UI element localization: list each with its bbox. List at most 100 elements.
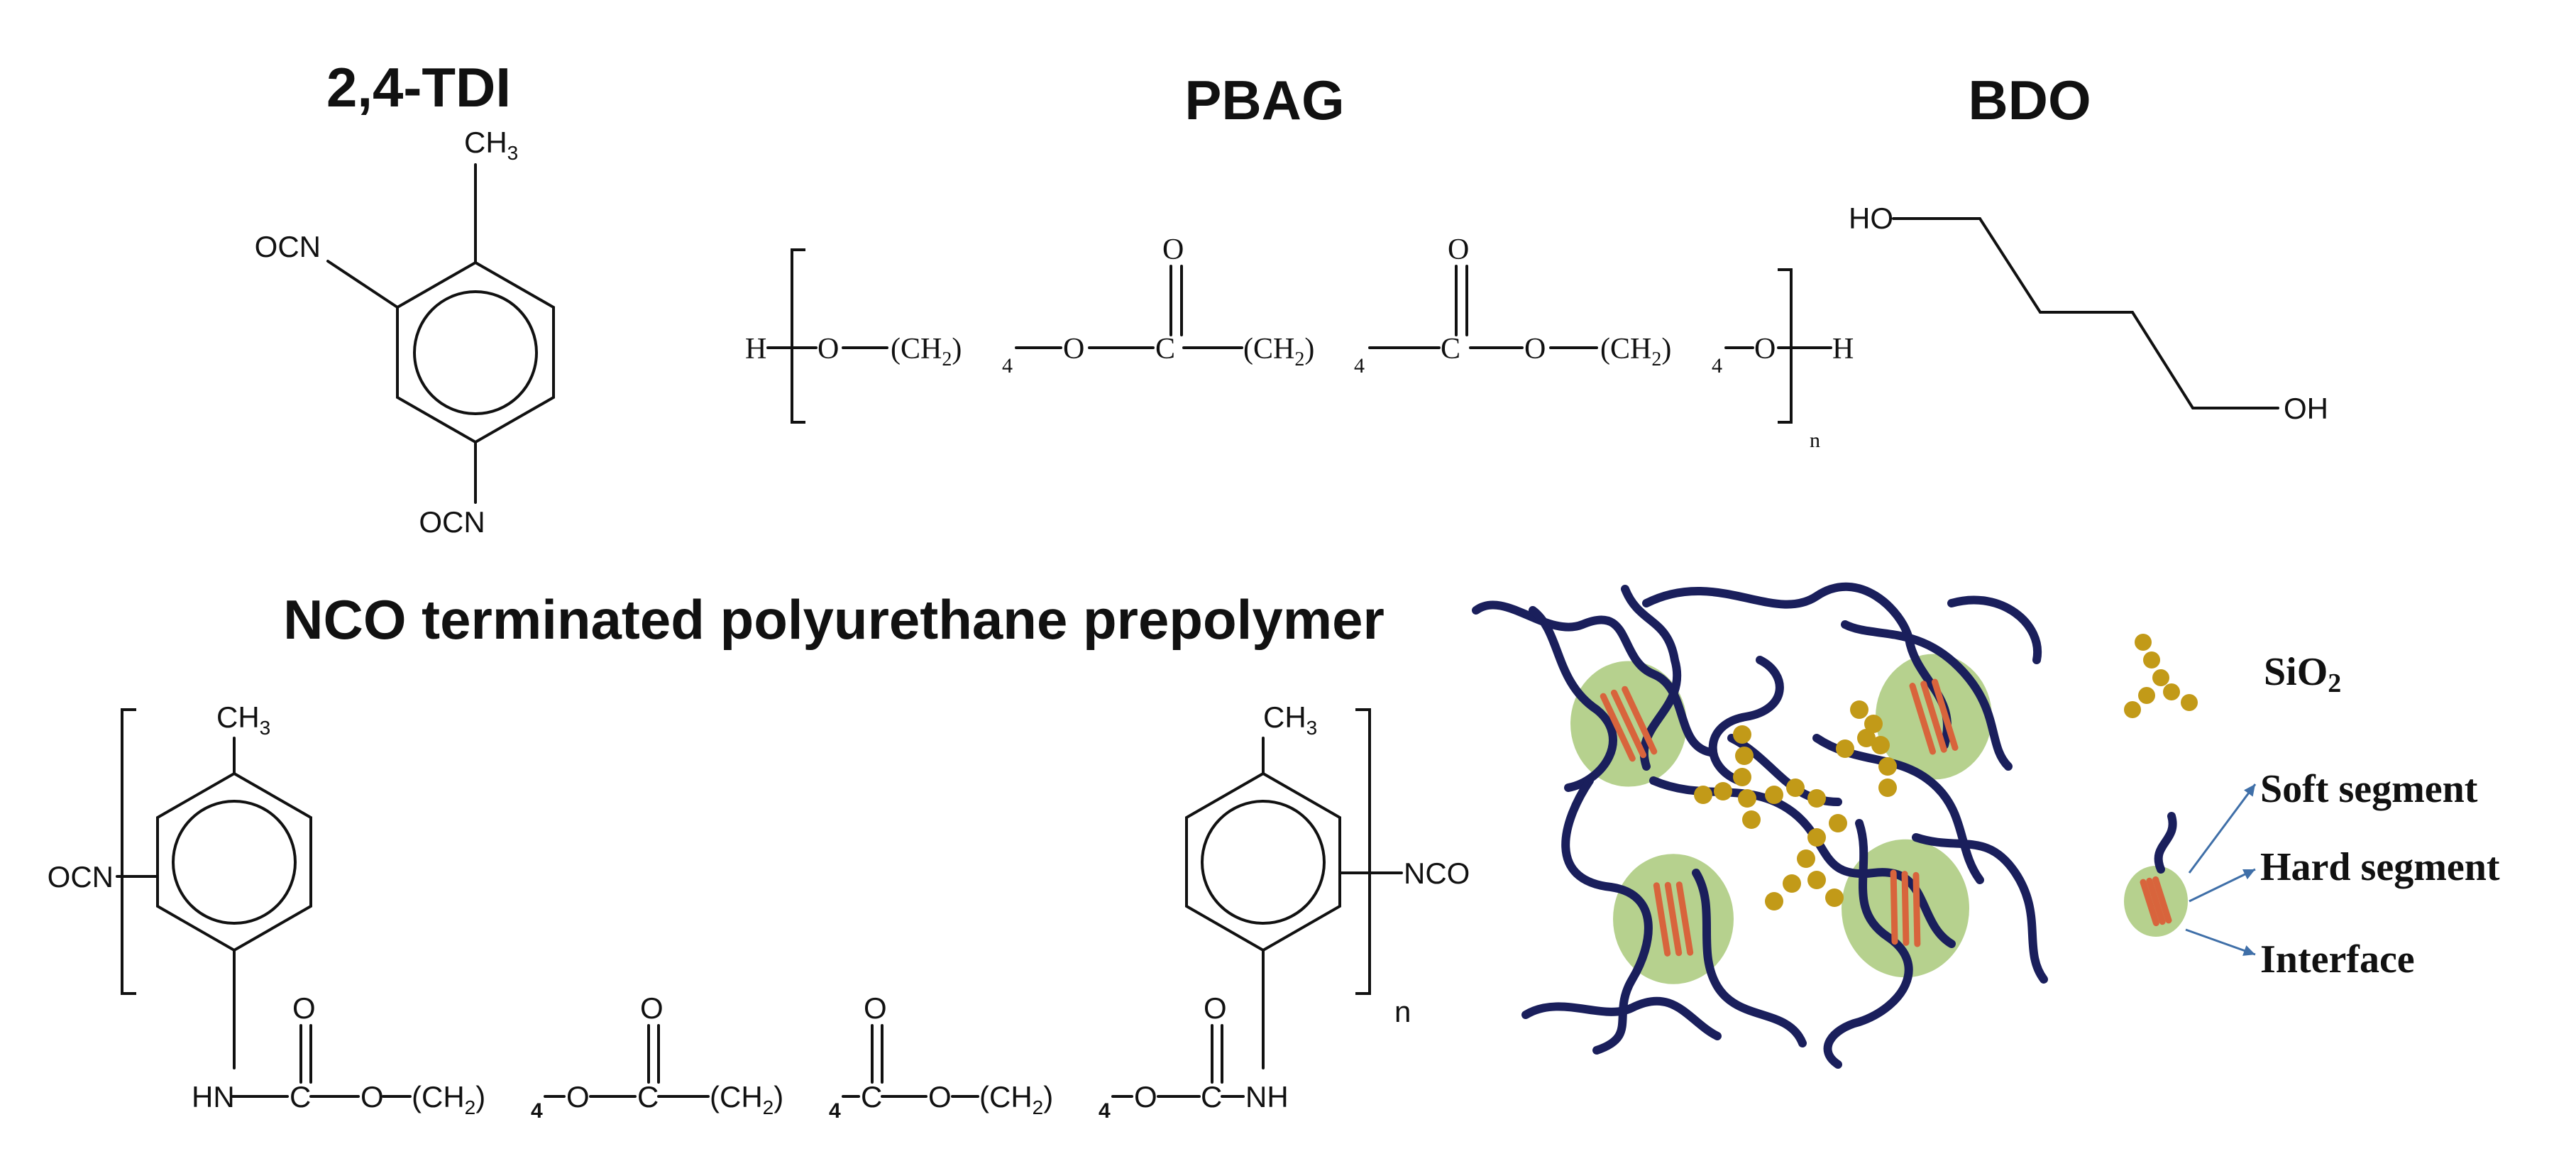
pbag-o2: O — [1063, 333, 1084, 365]
silica-bead-3-2 — [1807, 828, 1826, 847]
title-prepolymer: NCO terminated polyurethane prepolymer — [283, 588, 1385, 651]
soft-segment-chains — [1472, 583, 2048, 1069]
silica-bead-1-8 — [1807, 789, 1826, 808]
hard-segment-2-stripe-3 — [1932, 678, 1959, 751]
prepolymer-hn: HN — [192, 1080, 235, 1113]
pbag-o3: O — [1524, 333, 1546, 365]
hard-segment-4 — [1890, 869, 1921, 947]
silica-bead-1-6 — [1765, 786, 1783, 804]
prepolymer-carbonyl-o4: O — [1204, 991, 1227, 1025]
pbag-carbonyl-o2: O — [1448, 233, 1469, 266]
hard-segment-1-stripe-3 — [1622, 686, 1658, 755]
hard-segment-3-stripe-2 — [1664, 881, 1683, 957]
prepolymer-bracket-left — [121, 708, 136, 995]
title-bdo: BDO — [1968, 69, 2091, 131]
prepolymer-o3: O — [928, 1080, 952, 1113]
tdi-ch3-text: CH3 — [464, 126, 518, 164]
pbag-repeat-n: n — [1810, 429, 1820, 452]
bdo-ho-label: HO — [1849, 202, 1893, 235]
pbag-o4: O — [1754, 333, 1776, 365]
hard-segment-2-stripe-2 — [1920, 681, 1947, 753]
prepolymer-sub-2: 4 — [829, 1099, 841, 1123]
prepolymer-right-ch3: CH3 — [1263, 700, 1317, 739]
prepolymer-o1: O — [360, 1080, 384, 1113]
prepolymer-ocn: OCN — [48, 860, 114, 893]
soft-chain-2 — [1529, 606, 1617, 792]
silica-bead-2-6 — [1857, 729, 1876, 747]
pbag-c1: C — [1155, 333, 1175, 365]
legend-domain-icon — [2124, 812, 2188, 937]
soft-chain-13 — [1521, 996, 1722, 1040]
pbag-sub-3: 4 — [1712, 354, 1722, 378]
prepolymer-urethane-c2: C — [1201, 1080, 1222, 1113]
legend-arrow-hard — [2189, 868, 2256, 903]
soft-chain-6 — [1841, 620, 2013, 771]
prepolymer-carbonyl-o2: O — [640, 991, 664, 1025]
prepolymer-sub-1: 4 — [531, 1099, 543, 1123]
title-tdi: 2,4-TDI — [326, 56, 511, 119]
soft-chain-14 — [1812, 734, 1984, 884]
legend-soft-chain — [2154, 812, 2177, 874]
silica-bead-legend-7 — [2181, 694, 2198, 711]
hard-segment-2-stripe-1 — [1909, 683, 1936, 755]
silica-bead-1-1 — [1733, 725, 1751, 744]
silica-bead-2-7 — [1836, 739, 1854, 758]
pbag-h-left: H — [745, 333, 766, 365]
tdi-ocn-top: OCN — [255, 230, 321, 263]
hard-segment-1-stripe-1 — [1600, 693, 1636, 762]
silica-bead-legend-6 — [2163, 683, 2180, 700]
soft-chain-5 — [1708, 656, 1784, 785]
pbag-ch2-2: (CH2) — [1243, 333, 1314, 370]
silica-bead-1-9 — [1714, 782, 1732, 800]
legend-hard-segment — [2140, 876, 2172, 927]
prepolymer-right-aromatic-circle — [1201, 800, 1326, 925]
hard-segment-4-stripe-1 — [1890, 869, 1898, 945]
legend-arrowhead-hard — [2242, 869, 2255, 880]
prepolymer-nco: NCO — [1404, 857, 1470, 890]
silica-bead-1-7 — [1786, 778, 1805, 797]
prepolymer-ester-c1: C — [637, 1080, 659, 1113]
legend-arrowhead-interface — [2242, 945, 2255, 956]
pbag-sub-1: 4 — [1002, 354, 1013, 378]
bdo-structure: HO OH — [1849, 202, 2328, 425]
microphase-morphology-schematic — [1472, 583, 2048, 1069]
prepolymer-o4: O — [1134, 1080, 1157, 1113]
prepolymer-o2: O — [566, 1080, 590, 1113]
hard-segment-3-stripe-1 — [1653, 882, 1671, 957]
silica-bead-3-6 — [1783, 874, 1801, 893]
legend-silica-icon — [2124, 634, 2198, 718]
silica-bead-2-3 — [1871, 736, 1890, 754]
silica-bead-3-3 — [1797, 849, 1815, 868]
prepolymer-ch2-1: (CH2) — [412, 1080, 485, 1118]
prepolymer-bracket-right — [1355, 708, 1371, 995]
tdi-ch3-label: CH3 — [464, 126, 518, 164]
soft-chain-1 — [1472, 600, 1714, 756]
pbag-ch2-3: (CH2) — [1600, 333, 1671, 370]
prepolymer-carbonyl-o3: O — [864, 991, 887, 1025]
tdi-ocn-bottom: OCN — [419, 505, 485, 539]
prepolymer-ch2-3: (CH2) — [979, 1080, 1053, 1118]
prepolymer-ch2-2: (CH2) — [710, 1080, 783, 1118]
legend-arrows — [2185, 783, 2257, 956]
silica-bead-3-7 — [1765, 892, 1783, 910]
silica-bead-legend-4 — [2138, 687, 2155, 704]
pbag-bracket-left — [791, 248, 805, 424]
silica-bead-2-2 — [1864, 715, 1883, 733]
tdi-ocn-bond-top — [326, 260, 399, 309]
silica-bead-1-4 — [1738, 789, 1756, 808]
soft-chain-10 — [1692, 869, 1807, 1047]
legend: SiO2 Soft segment Hard segment Interface — [2124, 634, 2500, 981]
hard-segment-1-stripe-2 — [1610, 689, 1647, 759]
soft-chain-4 — [1642, 583, 1952, 749]
silica-bead-1-2 — [1735, 747, 1754, 765]
hard-segment-1 — [1600, 686, 1658, 762]
hard-segment-4-stripe-3 — [1912, 871, 1921, 947]
legend-soft-label: Soft segment — [2260, 767, 2478, 811]
soft-chain-11 — [1823, 819, 1913, 1069]
silica-bead-legend-2 — [2143, 651, 2160, 668]
bdo-oh-label: OH — [2284, 392, 2328, 425]
legend-arrow-soft — [2188, 783, 2257, 874]
silica-bead-legend-5 — [2124, 701, 2141, 718]
